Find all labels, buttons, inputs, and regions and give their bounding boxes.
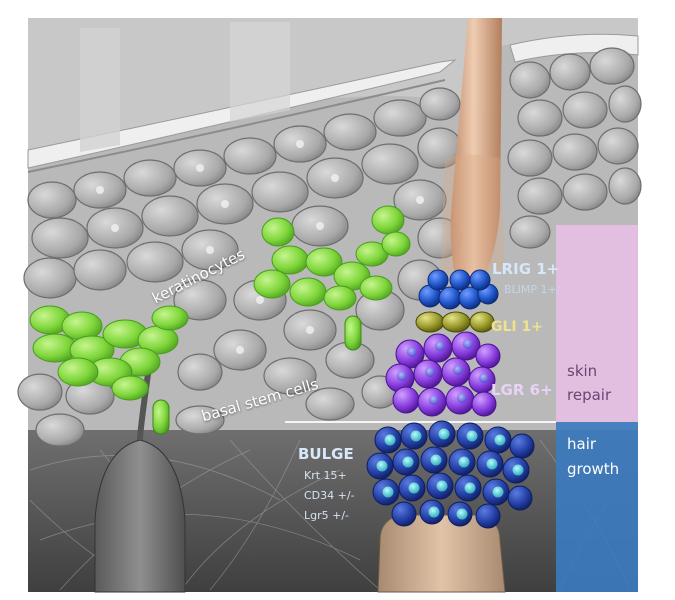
- lrig-cells: [418, 269, 499, 310]
- epidermis-cells: [17, 87, 463, 447]
- blimp-label: BLIMP 1+/-: [504, 283, 565, 296]
- lgr-label: LGR 6+: [491, 381, 553, 399]
- hair-growth-band: [556, 422, 638, 592]
- skin-repair-label-line1: skin: [567, 362, 598, 380]
- bulge-marker-cd34: CD34 +/-: [304, 489, 355, 502]
- lgr-cells: [385, 331, 501, 417]
- skin-repair-band: [556, 225, 638, 422]
- hair-growth-label-line1: hair: [567, 435, 597, 453]
- bulge-marker-lgr5: Lgr5 +/-: [304, 509, 350, 522]
- hair-growth-label-line2: growth: [567, 460, 620, 478]
- bulge-label: BULGE: [298, 445, 354, 463]
- right-epidermis-cells: [507, 47, 642, 249]
- hair-shaft: [450, 18, 502, 282]
- lrig-label: LRIG 1+: [492, 260, 560, 278]
- bulge-marker-krt15: Krt 15+: [304, 469, 347, 482]
- skin-repair-label-line2: repair: [567, 386, 612, 404]
- keratinocyte-cells: [29, 205, 411, 401]
- sebaceous-gland: [94, 439, 186, 593]
- gli-label: GLI 1+: [491, 319, 543, 335]
- gli-cells: [415, 311, 495, 333]
- basal-stem-cells: [152, 315, 362, 435]
